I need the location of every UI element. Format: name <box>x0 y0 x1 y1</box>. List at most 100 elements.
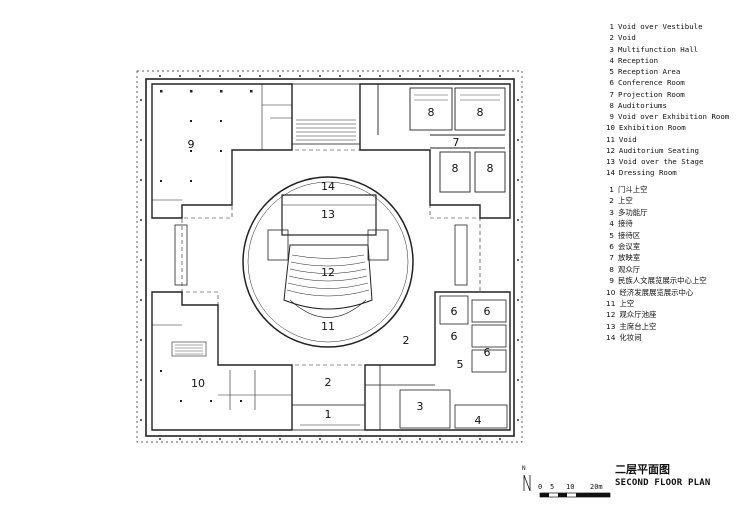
legend-item-label: 观众厅 <box>618 264 641 274</box>
scale-tick-5: 5 <box>550 483 555 491</box>
legend-item-number: 4 <box>609 219 614 229</box>
auditorium-outer-ring <box>242 176 414 348</box>
legend-item-label: 民族人文展览展示中心上空 <box>618 276 707 286</box>
scale-tick-20m: 20m <box>590 483 603 491</box>
legend-item-label: Auditorium Seating <box>618 145 699 155</box>
north-bridge <box>291 83 361 145</box>
legend-item: 8 观众厅 <box>606 264 707 275</box>
outer-wall <box>145 78 515 437</box>
legend-item: 5 接待区 <box>606 230 707 241</box>
seating-bowl <box>283 244 373 310</box>
legend-item: 9 民族人文展览展示中心上空 <box>606 275 707 286</box>
legend-item-number: 7 <box>609 253 614 263</box>
sw-block <box>151 291 293 431</box>
legend-item-label: Void over Exhibition Room <box>618 112 730 121</box>
scale-ruler <box>539 492 611 498</box>
room-tag-7: 7 <box>453 136 460 149</box>
legend-item-number: 12 <box>606 310 616 320</box>
room-tag-8c: 8 <box>452 162 459 175</box>
legend-item-label: 多功能厅 <box>618 207 648 217</box>
room-tag-8d: 8 <box>487 162 494 175</box>
legend-item: 3 Multifunction Hall <box>606 44 729 55</box>
room-tag-10: 10 <box>191 377 205 390</box>
legend-item-number: 3 <box>609 207 614 217</box>
legend-item-number: 1 <box>609 22 614 31</box>
west-bridge <box>174 224 188 286</box>
legend-item-number: 14 <box>606 333 616 343</box>
room-tag-6c: 6 <box>451 330 458 343</box>
room-tag-8a: 8 <box>428 106 435 119</box>
legend-item-label: Reception <box>618 55 659 65</box>
room-tag-3: 3 <box>417 400 424 413</box>
room-tag-8b: 8 <box>477 106 484 119</box>
legend-item-label: 上空 <box>619 299 635 309</box>
legend-item-number: 10 <box>606 123 615 133</box>
auditorium-inner-ring <box>247 181 409 343</box>
legend-item-label: Multifunction Hall <box>618 44 699 54</box>
legend-item-number: 13 <box>606 157 615 166</box>
legend-item-label: Void <box>618 33 636 43</box>
legend-item-label: 放映室 <box>618 253 641 263</box>
legend-item-label: Void <box>618 134 637 144</box>
south-vestibule <box>291 404 366 431</box>
north-arrow-icon <box>523 474 531 492</box>
legend-item-label: 会议室 <box>618 242 641 252</box>
drawing-title-english: SECOND FLOOR PLAN <box>615 478 711 488</box>
room-tag-14: 14 <box>321 180 335 193</box>
legend-item-label: 化妆间 <box>619 333 642 343</box>
north-arrow-label: N <box>522 465 526 472</box>
legend-item-number: 2 <box>609 33 614 43</box>
legend-item-number: 9 <box>609 112 614 121</box>
room-8-sw <box>439 151 471 193</box>
legend-item-number: 10 <box>606 287 616 297</box>
outer-boundary <box>136 70 523 443</box>
room-8-nw <box>409 87 453 131</box>
room-tag-6d: 6 <box>484 346 491 359</box>
legend-item-label: 接待 <box>618 219 633 229</box>
legend-item: 6 Conference Room <box>606 77 729 88</box>
room-tag-6a: 6 <box>451 305 458 318</box>
legend-item: 3 多功能厅 <box>606 207 707 218</box>
stage-block <box>281 194 377 236</box>
room-tag-4: 4 <box>475 414 482 427</box>
room-tag-5: 5 <box>457 358 464 371</box>
room-tag-1: 1 <box>325 408 332 421</box>
legend-item-number: 2 <box>609 196 614 206</box>
room-tag-11: 11 <box>321 320 335 333</box>
room-tag-13: 13 <box>321 208 335 221</box>
legend-item-label: Dressing Room <box>618 168 677 178</box>
ne-block <box>359 83 511 219</box>
legend-item-number: 8 <box>609 100 614 110</box>
east-bridge <box>454 224 468 286</box>
legend-item-label: Reception Area <box>618 67 681 76</box>
legend-item-number: 8 <box>609 264 614 274</box>
room-tag-9: 9 <box>188 138 195 151</box>
legend-item-label: Conference Room <box>618 78 685 88</box>
legend-item-number: 3 <box>609 44 614 54</box>
legend-item-label: 主席台上空 <box>619 321 657 331</box>
legend-item-label: Projection Room <box>618 89 685 99</box>
legend-item-number: 5 <box>609 230 614 240</box>
scale-tick-0: 0 <box>538 483 543 491</box>
room-8-se <box>474 151 506 193</box>
legend-item-label: 接待区 <box>618 230 641 240</box>
legend-item-number: 6 <box>609 242 614 252</box>
legend-item: 9 Void over Exhibition Room <box>606 111 730 122</box>
legend-item-label: Exhibition Room <box>618 123 686 133</box>
legend-item-number: 9 <box>609 276 614 286</box>
legend-item-number: 14 <box>606 168 615 178</box>
legend-item: 4 接待 <box>606 218 707 229</box>
scale-tick-10: 10 <box>566 483 575 491</box>
central-cross <box>181 149 481 366</box>
legend-item-number: 6 <box>609 78 614 88</box>
